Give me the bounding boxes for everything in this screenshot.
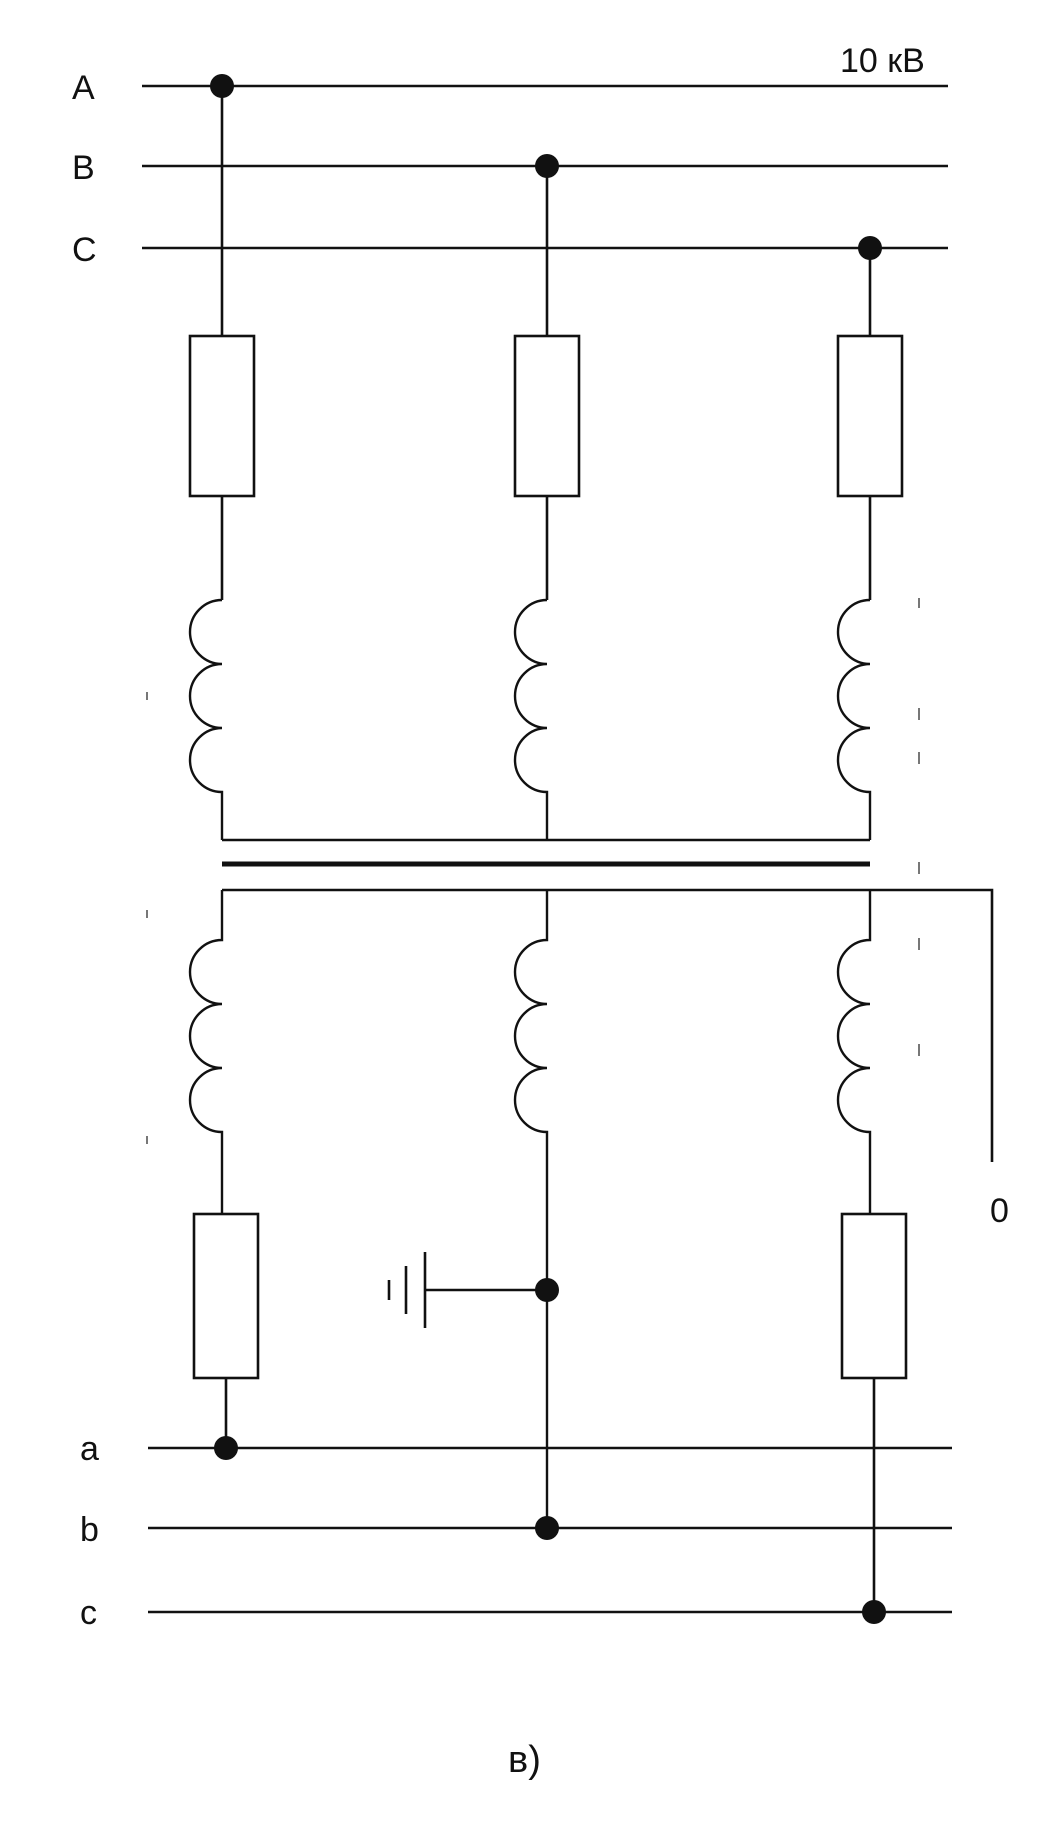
bus-label-b: b: [80, 1511, 99, 1549]
ground-junction: [535, 1278, 559, 1302]
secondary-winding-b: [513, 890, 549, 1528]
secondary-fuses: [192, 1212, 908, 1612]
secondary-fuse-a: [192, 1212, 260, 1380]
voltage-label: 10 кВ: [840, 42, 925, 80]
secondary-winding-c: [836, 890, 872, 1214]
primary-fuse-B: [513, 334, 581, 498]
primary-windings: [188, 598, 872, 842]
primary-winding-A: [188, 598, 224, 840]
neutral-label: 0: [990, 1192, 1009, 1230]
figure-caption: в): [508, 1739, 541, 1781]
bus-label-a: a: [80, 1430, 99, 1468]
primary-fuse-C: [836, 334, 904, 498]
scan-specks: [146, 598, 920, 1144]
secondary-neutral: 0: [222, 888, 1009, 1230]
neutral-bar: [222, 888, 994, 1162]
junction-a: [214, 1436, 238, 1460]
lv-buses: a b c: [80, 1430, 952, 1632]
junction-C: [858, 236, 882, 260]
primary-taps: [188, 74, 904, 600]
ground-symbol: [387, 1252, 559, 1328]
hv-buses: A B C 10 кВ: [72, 42, 948, 269]
junction-A: [210, 74, 234, 98]
junction-c: [862, 1600, 886, 1624]
bus-label-A: A: [72, 69, 95, 107]
secondary-winding-a: [188, 890, 224, 1214]
bus-label-B: B: [72, 149, 95, 187]
junction-B: [535, 154, 559, 178]
bus-label-c: c: [80, 1594, 97, 1632]
primary-winding-B: [513, 598, 549, 840]
secondary-windings: [188, 890, 872, 1528]
junction-b: [535, 1516, 559, 1540]
secondary-fuse-c: [840, 1212, 908, 1380]
primary-winding-C: [836, 598, 872, 840]
bus-label-C: C: [72, 231, 97, 269]
primary-fuse-A: [188, 334, 256, 498]
